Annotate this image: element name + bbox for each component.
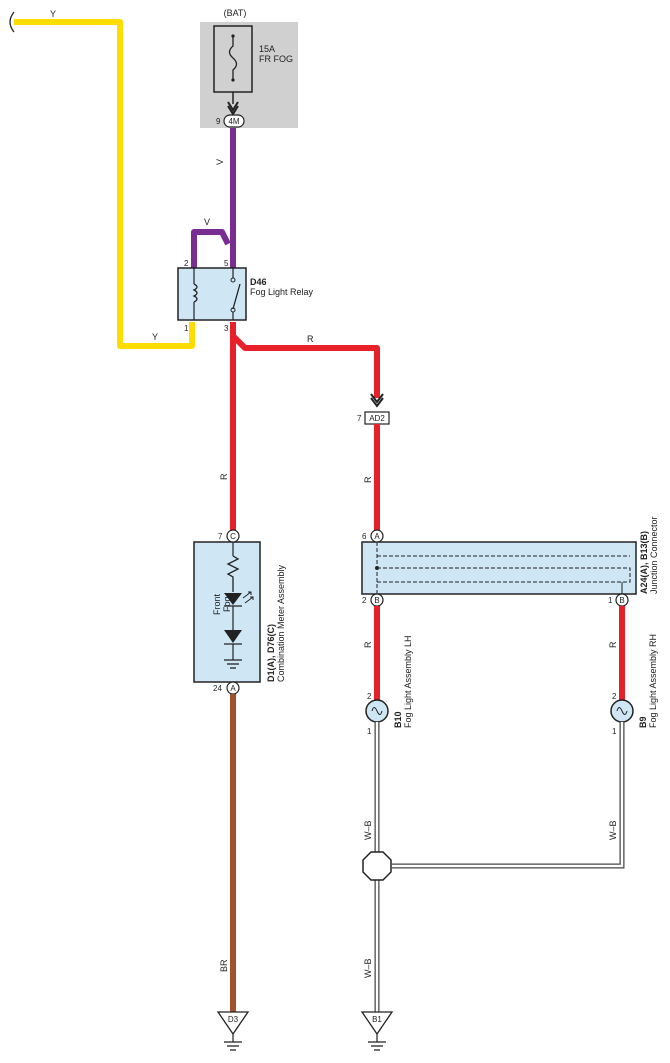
relay-name: Fog Light Relay — [250, 287, 314, 297]
led-indicator-symbol — [224, 593, 242, 605]
connector-arrow-4m — [227, 101, 239, 116]
relay-pin-5: 5 — [224, 259, 229, 268]
connector-ad2-pin: 7 — [357, 414, 362, 423]
wire-label-br: BR — [219, 959, 229, 972]
meter-id: D1(A), D76(C) — [266, 624, 276, 682]
battery-label: (BAT) — [224, 8, 247, 18]
wire-wb-rh — [392, 722, 625, 869]
relay-switch-symbol — [232, 283, 241, 310]
wire-break-symbol — [9, 11, 15, 33]
relay-coil-symbol — [192, 283, 198, 303]
wire-label-r-branch: R — [307, 334, 314, 344]
connector-jc-a-name: A — [374, 532, 380, 541]
connector-ad2-name: AD2 — [369, 414, 385, 423]
relay-pin-1: 1 — [184, 324, 189, 333]
wire-label-r-rh: R — [608, 641, 618, 648]
meter-name: Combination Meter Assembly — [276, 564, 286, 682]
fuse-name: FR FOG — [259, 54, 293, 64]
meter-indicator-fog: Fog — [222, 596, 232, 612]
wire-red-branch — [230, 322, 380, 398]
splice-point — [362, 851, 392, 881]
connector-4m — [223, 114, 245, 128]
fog-rh-name: Fog Light Assembly RH — [648, 634, 658, 728]
wire-violet-loop — [191, 229, 231, 268]
connector-meter-c-pin: 7 — [218, 532, 223, 541]
connector-meter-a-name: A — [230, 684, 236, 693]
connector-jc-a — [370, 529, 384, 543]
wire-label-wb-lh: W–B — [363, 820, 373, 840]
fog-rh-id: B9 — [638, 716, 648, 728]
fog-lh-pin-2: 2 — [367, 692, 372, 701]
ground-d3-label: D3 — [228, 1015, 239, 1024]
diode-symbol — [224, 630, 242, 643]
fog-lh-name: Fog Light Assembly LH — [403, 635, 413, 728]
battery-supply-area — [200, 22, 298, 128]
connector-jc-b-right-name: B — [619, 596, 624, 605]
fog-lh-pin-1: 1 — [367, 727, 372, 736]
fuse-rating: 15A — [259, 44, 275, 54]
connector-jc-b-right-pin: 1 — [608, 596, 613, 605]
relay-id: D46 — [250, 277, 267, 287]
fog-rh-pin-1: 1 — [612, 727, 617, 736]
wire-label-wb-rh: W–B — [608, 820, 618, 840]
connector-jc-a-pin: 6 — [362, 532, 367, 541]
wire-label-wb-bottom: W–B — [363, 958, 373, 978]
junction-id: A24(A), B13(B) — [639, 531, 649, 594]
combination-meter-box — [193, 541, 261, 683]
connector-4m-pin: 9 — [216, 117, 221, 126]
wire-label-v-main: V — [215, 159, 225, 165]
wire-yellow — [14, 19, 195, 349]
ground-b1-triangle — [360, 1011, 394, 1036]
connector-jc-b-left-pin: 2 — [362, 596, 367, 605]
wire-label-y-top: Y — [50, 9, 56, 19]
fuse-symbol — [228, 36, 238, 80]
wire-label-y-bottom: Y — [152, 332, 158, 342]
wire-label-r-right-top: R — [363, 476, 373, 483]
junction-name: Junction Connector — [649, 516, 659, 594]
wire-label-r-lh: R — [363, 641, 373, 648]
relay-pin-3: 3 — [224, 324, 229, 333]
ground-d3-triangle — [216, 1011, 250, 1036]
resistor-symbol — [226, 555, 240, 592]
fog-rh-pin-2: 2 — [612, 692, 617, 701]
connector-arrow-ad2 — [370, 393, 384, 408]
wire-label-v-loop: V — [204, 217, 210, 227]
connector-meter-a-pin: 24 — [213, 684, 222, 693]
ground-b1-label: B1 — [372, 1015, 382, 1024]
wire-label-r-left: R — [219, 473, 229, 480]
connector-jc-b-left-name: B — [374, 596, 379, 605]
relay-pin-2: 2 — [184, 259, 189, 268]
fog-lh-id: B10 — [393, 711, 403, 728]
meter-indicator-front: Front — [212, 593, 222, 615]
relay-box — [177, 267, 247, 321]
connector-meter-c-name: C — [230, 532, 236, 541]
connector-4m-name: 4M — [228, 117, 239, 126]
